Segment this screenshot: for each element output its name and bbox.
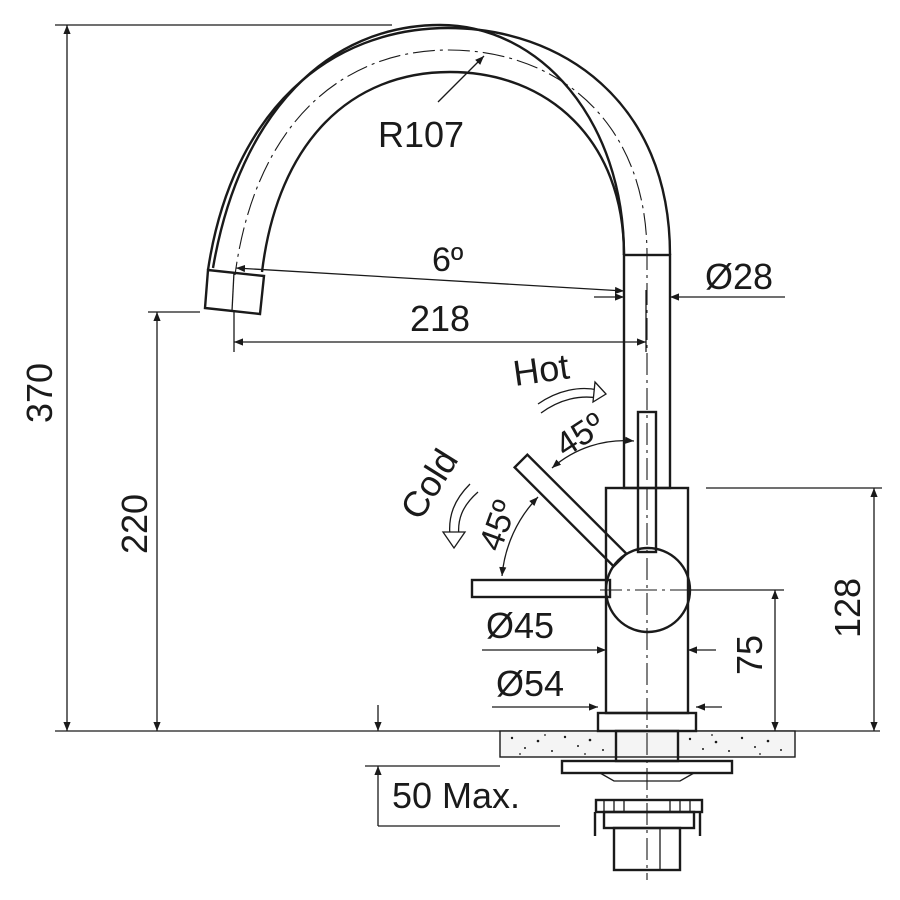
dimension-75-label: 75: [729, 635, 770, 675]
cold-angle-arc: [499, 496, 539, 577]
dimension-d45-label: Ø45: [486, 605, 554, 646]
hot-angle-arc: [551, 436, 635, 469]
dimension-218: [233, 290, 647, 352]
dimension-d54-label: Ø54: [496, 663, 564, 704]
dimension-r107: [437, 55, 485, 103]
countertop-speckle: [510, 734, 782, 755]
dimension-r107-label: R107: [378, 114, 464, 155]
dimension-6deg-label: 6º: [432, 241, 463, 279]
dimension-220: [148, 311, 200, 731]
dimension-6deg: [235, 264, 625, 295]
dimension-370-label: 370: [19, 363, 60, 423]
cold-label: Cold: [392, 442, 466, 527]
dimension-370: [55, 24, 392, 731]
hot-angle-label: 45º: [549, 405, 612, 464]
cold-angle-label: 45º: [472, 496, 525, 556]
countertop: [55, 730, 880, 758]
dimension-218-label: 218: [410, 298, 470, 339]
hot-label: Hot: [510, 346, 571, 394]
dimension-75: [690, 589, 784, 731]
dimension-220-label: 220: [114, 494, 155, 554]
hot-direction-arrow: [537, 380, 608, 414]
dimension-128-label: 128: [827, 578, 868, 638]
spout-tube: [203, 26, 672, 480]
dimension-d28-label: Ø28: [705, 256, 773, 297]
spout-arc: [211, 23, 626, 269]
dimension-50max-label: 50 Max.: [392, 775, 520, 816]
cold-direction-arrow: [441, 483, 479, 550]
dimension-50max: [365, 705, 560, 827]
dimension-128: [706, 487, 882, 731]
